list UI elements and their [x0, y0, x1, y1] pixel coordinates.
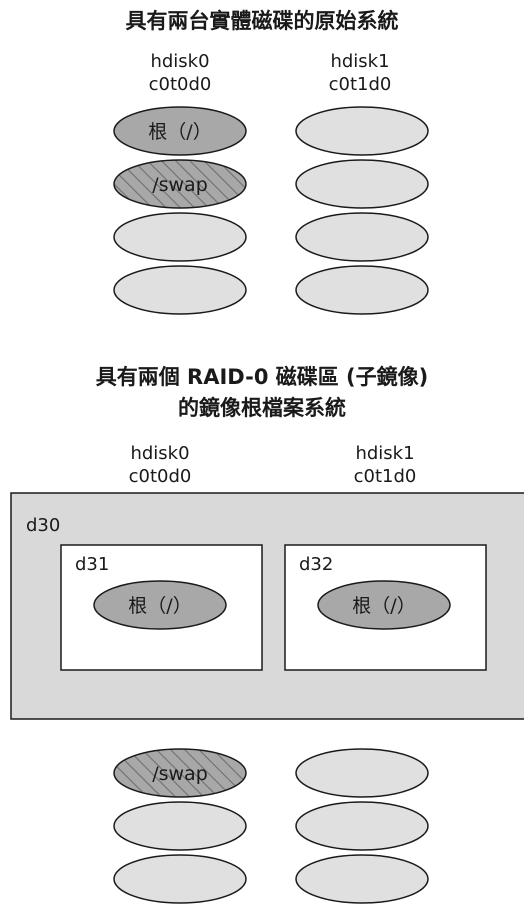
slice-empty: [113, 265, 247, 315]
slice-empty: [295, 854, 429, 904]
disk-device: c0t1d0: [328, 74, 392, 95]
disk-label-hdisk1-mirrored: hdisk1 c0t1d0: [300, 442, 470, 488]
submirror-d32-slice: 根（/）: [317, 580, 451, 630]
slice-empty: [113, 801, 247, 851]
disk-label-hdisk1: hdisk1 c0t1d0: [275, 50, 445, 96]
slice-empty: [295, 748, 429, 798]
mirrored-root-title-line1: 具有兩個 RAID-0 磁碟區 (子鏡像): [95, 365, 429, 389]
submirror-d31-label: d31: [75, 554, 110, 575]
disk-stack-hdisk1: [295, 106, 429, 315]
slice-root: 根（/）: [113, 106, 247, 156]
slice-swap: /swap: [113, 159, 247, 209]
disk-name: hdisk1: [330, 51, 390, 72]
slice-empty: [295, 212, 429, 262]
submirror-d31-slice: 根（/）: [93, 580, 227, 630]
slice-swap: /swap: [113, 748, 247, 798]
mirrored-root-title-line2: 的鏡像根檔案系統: [178, 396, 346, 420]
slice-empty: [113, 212, 247, 262]
slice-root-label: 根（/）: [352, 595, 415, 617]
slice-empty: [295, 265, 429, 315]
mirror-d30-label: d30: [26, 515, 61, 536]
disk-device: c0t0d0: [148, 74, 212, 95]
slice-swap-label: /swap: [152, 174, 208, 196]
slice-swap-label: /swap: [152, 763, 208, 785]
disk-device: c0t1d0: [353, 466, 417, 487]
slice-empty: [295, 106, 429, 156]
disk-stack-hdisk0: 根（/） /swap: [113, 106, 247, 315]
original-system-title: 具有兩台實體磁碟的原始系統: [125, 9, 399, 33]
disk-label-hdisk0-mirrored: hdisk0 c0t0d0: [75, 442, 245, 488]
slice-root-label: 根（/）: [128, 595, 191, 617]
disk-name: hdisk1: [355, 443, 415, 464]
slice-empty: [295, 159, 429, 209]
slice-empty: [295, 801, 429, 851]
disk-name: hdisk0: [130, 443, 190, 464]
submirror-d32-label: d32: [299, 554, 334, 575]
slice-empty: [113, 854, 247, 904]
disk-label-hdisk0: hdisk0 c0t0d0: [95, 50, 265, 96]
disk-stack-hdisk0-remaining: /swap: [113, 748, 247, 904]
disk-device: c0t0d0: [128, 466, 192, 487]
disk-name: hdisk0: [150, 51, 210, 72]
disk-stack-hdisk1-remaining: [295, 748, 429, 904]
slice-root-label: 根（/）: [148, 121, 211, 143]
